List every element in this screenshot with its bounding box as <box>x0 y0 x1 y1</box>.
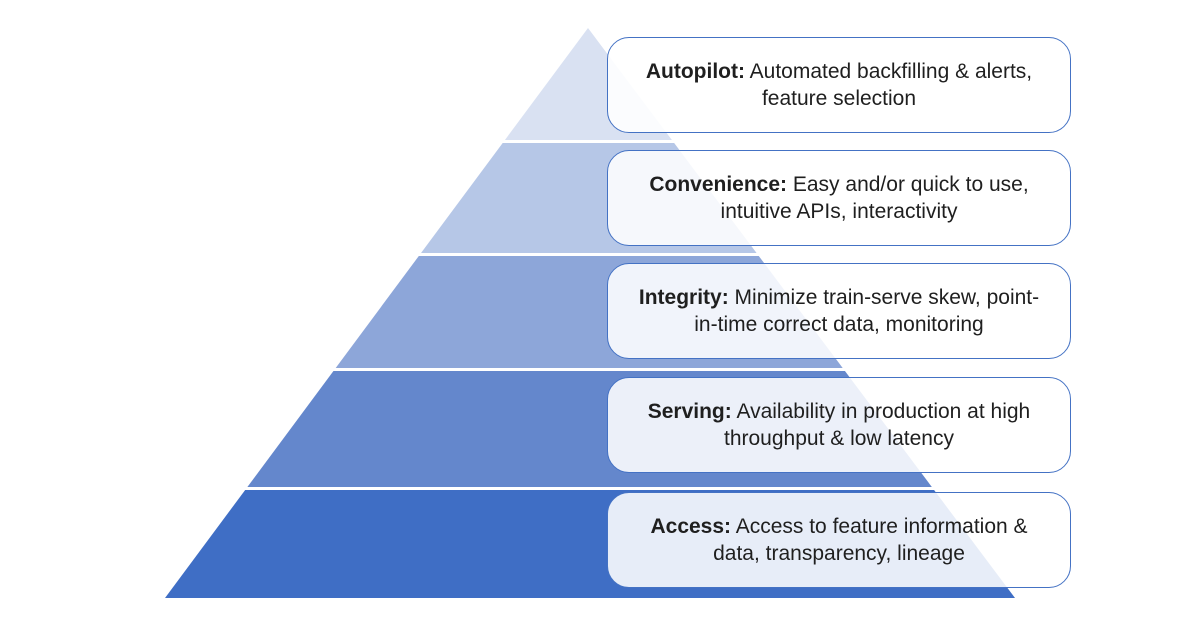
level-label: Autopilot: Automated backfilling & alert… <box>632 58 1046 113</box>
level-description: Access to feature information & data, tr… <box>713 514 1028 565</box>
level-description: Minimize train-serve skew, point-in-time… <box>694 285 1040 336</box>
level-label: Integrity: Minimize train-serve skew, po… <box>632 284 1046 339</box>
level-description: Availability in production at high throu… <box>724 399 1031 450</box>
level-title: Access: <box>650 514 732 538</box>
level-description: Easy and/or quick to use, intuitive APIs… <box>720 172 1029 223</box>
level-box-convenience: Convenience: Easy and/or quick to use, i… <box>607 150 1071 246</box>
level-label: Serving: Availability in production at h… <box>632 398 1046 453</box>
level-title: Convenience: <box>649 172 788 196</box>
level-box-serving: Serving: Availability in production at h… <box>607 377 1071 473</box>
level-title: Autopilot: <box>645 59 745 83</box>
level-label: Convenience: Easy and/or quick to use, i… <box>632 171 1046 226</box>
level-box-access: Access: Access to feature information & … <box>607 492 1071 588</box>
level-label: Access: Access to feature information & … <box>632 513 1046 568</box>
level-title: Integrity: <box>638 285 729 309</box>
level-box-autopilot: Autopilot: Automated backfilling & alert… <box>607 37 1071 133</box>
level-box-integrity: Integrity: Minimize train-serve skew, po… <box>607 263 1071 359</box>
level-title: Serving: <box>647 399 732 423</box>
level-description: Automated backfilling & alerts, feature … <box>744 59 1033 110</box>
